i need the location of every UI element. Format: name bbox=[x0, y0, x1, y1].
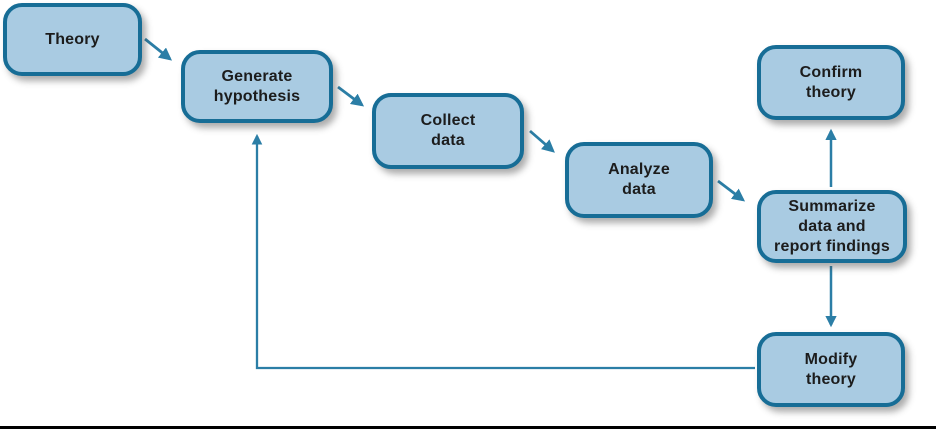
node-collect-data: Collect data bbox=[372, 93, 524, 169]
bottom-rule bbox=[0, 426, 936, 429]
node-collect-data-label: Collect data bbox=[420, 112, 476, 149]
node-generate-hypothesis: Generate hypothesis bbox=[181, 50, 333, 123]
node-analyze-data-label: Analyze data bbox=[608, 161, 670, 198]
arrow-theory-to-generate bbox=[144, 37, 173, 61]
arrow-generate-to-collect bbox=[337, 85, 365, 107]
arrow-collect-to-analyze bbox=[529, 129, 555, 153]
node-summarize-data-label: Summarize data and report findings bbox=[774, 197, 890, 255]
node-theory: Theory bbox=[3, 3, 142, 76]
node-modify-theory-label: Modify theory bbox=[804, 350, 858, 388]
node-analyze-data: Analyze data bbox=[565, 142, 713, 218]
node-generate-hypothesis-label: Generate hypothesis bbox=[213, 67, 301, 105]
node-summarize-data: Summarize data and report findings bbox=[757, 190, 907, 263]
node-confirm-theory: Confirm theory bbox=[757, 45, 905, 120]
node-theory-label: Theory bbox=[45, 30, 100, 48]
arrow-analyze-to-summarize bbox=[717, 179, 746, 202]
node-confirm-theory-label: Confirm theory bbox=[799, 63, 863, 101]
node-modify-theory: Modify theory bbox=[757, 332, 905, 407]
